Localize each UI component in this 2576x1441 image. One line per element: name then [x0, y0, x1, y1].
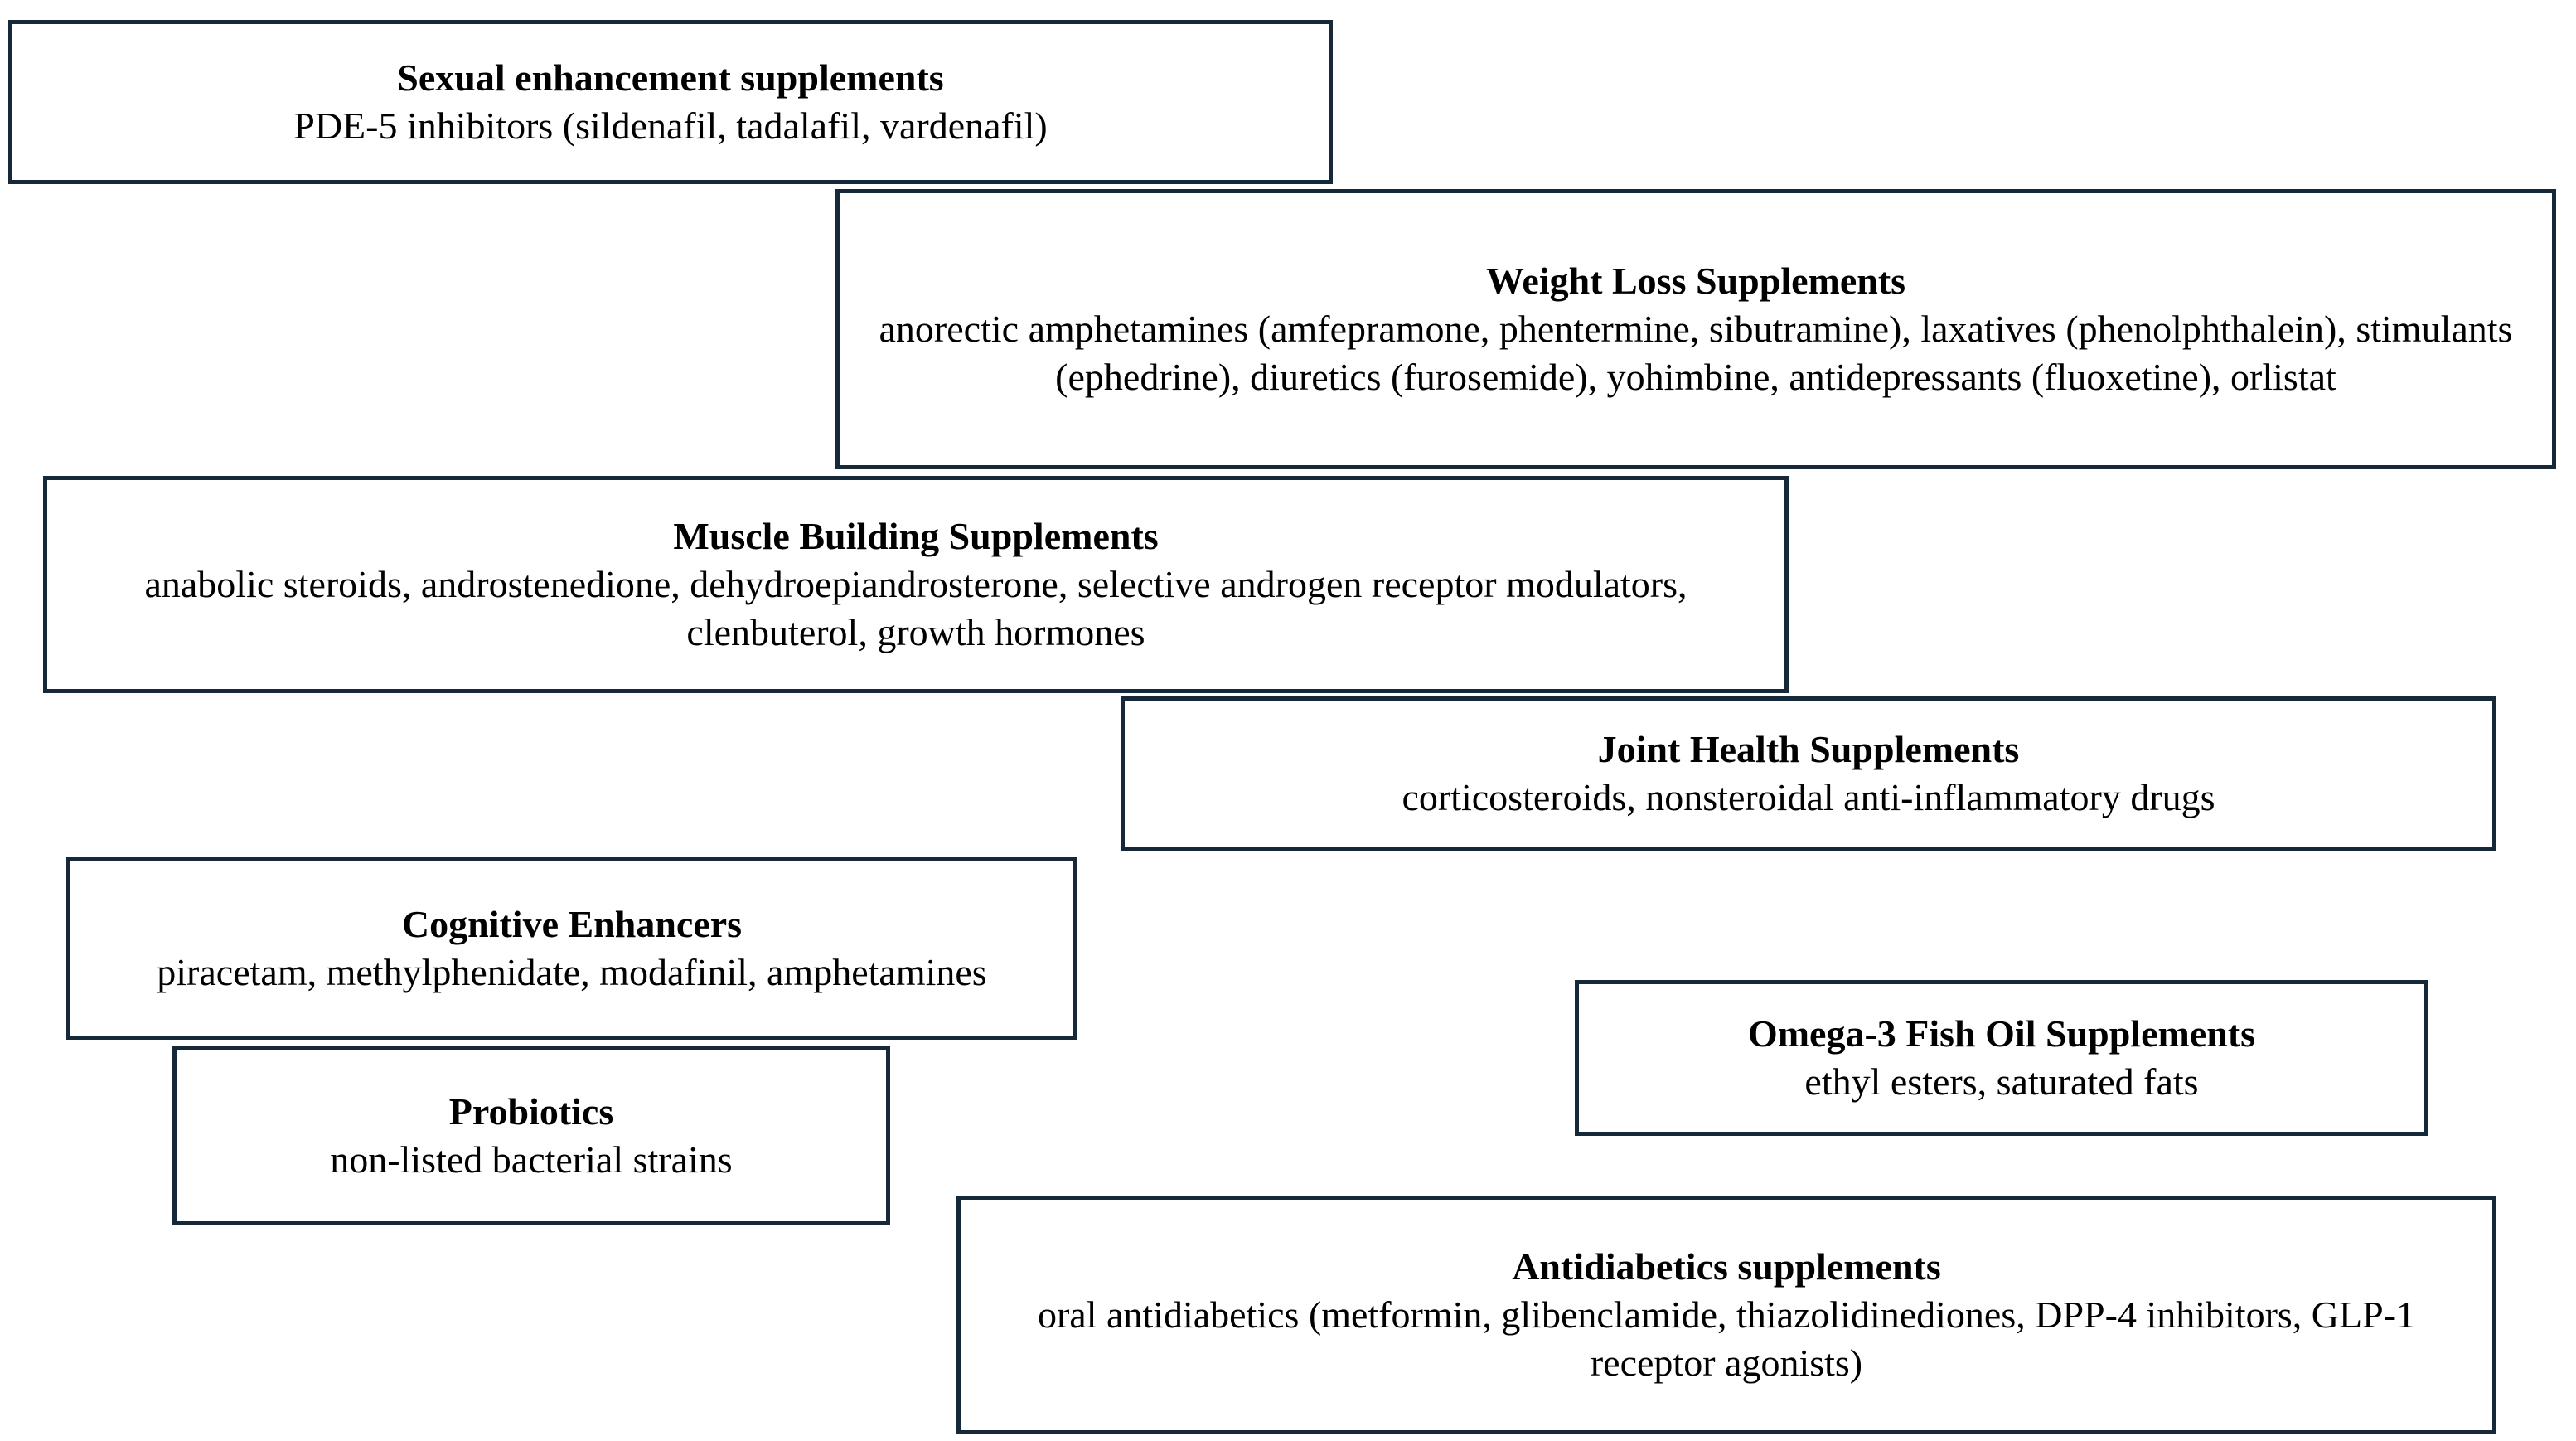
- card-title: Sexual enhancement supplements: [397, 56, 944, 99]
- card-probiotics: Probiotics non-listed bacterial strains: [172, 1046, 890, 1225]
- card-title: Cognitive Enhancers: [401, 903, 743, 946]
- card-title: Omega-3 Fish Oil Supplements: [1747, 1012, 2256, 1055]
- card-body: anabolic steroids, androstenedione, dehy…: [144, 563, 1687, 653]
- card-title: Joint Health Supplements: [1597, 728, 2020, 771]
- card-weight-loss-supplements: Weight Loss Supplements anorectic amphet…: [835, 189, 2556, 469]
- card-muscle-building-supplements: Muscle Building Supplements anabolic ste…: [43, 476, 1789, 693]
- card-cognitive-enhancers: Cognitive Enhancers piracetam, methylphe…: [66, 857, 1077, 1040]
- card-antidiabetics-supplements: Antidiabetics supplements oral antidiabe…: [956, 1196, 2496, 1434]
- card-title: Weight Loss Supplements: [1485, 260, 1906, 303]
- card-body: ethyl esters, saturated fats: [1804, 1060, 2199, 1103]
- card-omega-3-fish-oil-supplements: Omega-3 Fish Oil Supplements ethyl ester…: [1575, 980, 2428, 1136]
- card-body: piracetam, methylphenidate, modafinil, a…: [157, 951, 987, 993]
- card-sexual-enhancement-supplements: Sexual enhancement supplements PDE-5 inh…: [8, 20, 1333, 184]
- card-body: non-listed bacterial strains: [330, 1138, 733, 1181]
- card-title: Antidiabetics supplements: [1512, 1245, 1941, 1288]
- card-body: oral antidiabetics (metformin, glibencla…: [1037, 1293, 2416, 1384]
- card-body: corticosteroids, nonsteroidal anti-infla…: [1402, 776, 2215, 818]
- card-body: anorectic amphetamines (amfepramone, phe…: [879, 308, 2513, 398]
- card-title: Probiotics: [448, 1090, 614, 1133]
- card-joint-health-supplements: Joint Health Supplements corticosteroids…: [1121, 696, 2496, 851]
- card-body: PDE-5 inhibitors (sildenafil, tadalafil,…: [293, 104, 1048, 147]
- card-title: Muscle Building Supplements: [673, 515, 1159, 558]
